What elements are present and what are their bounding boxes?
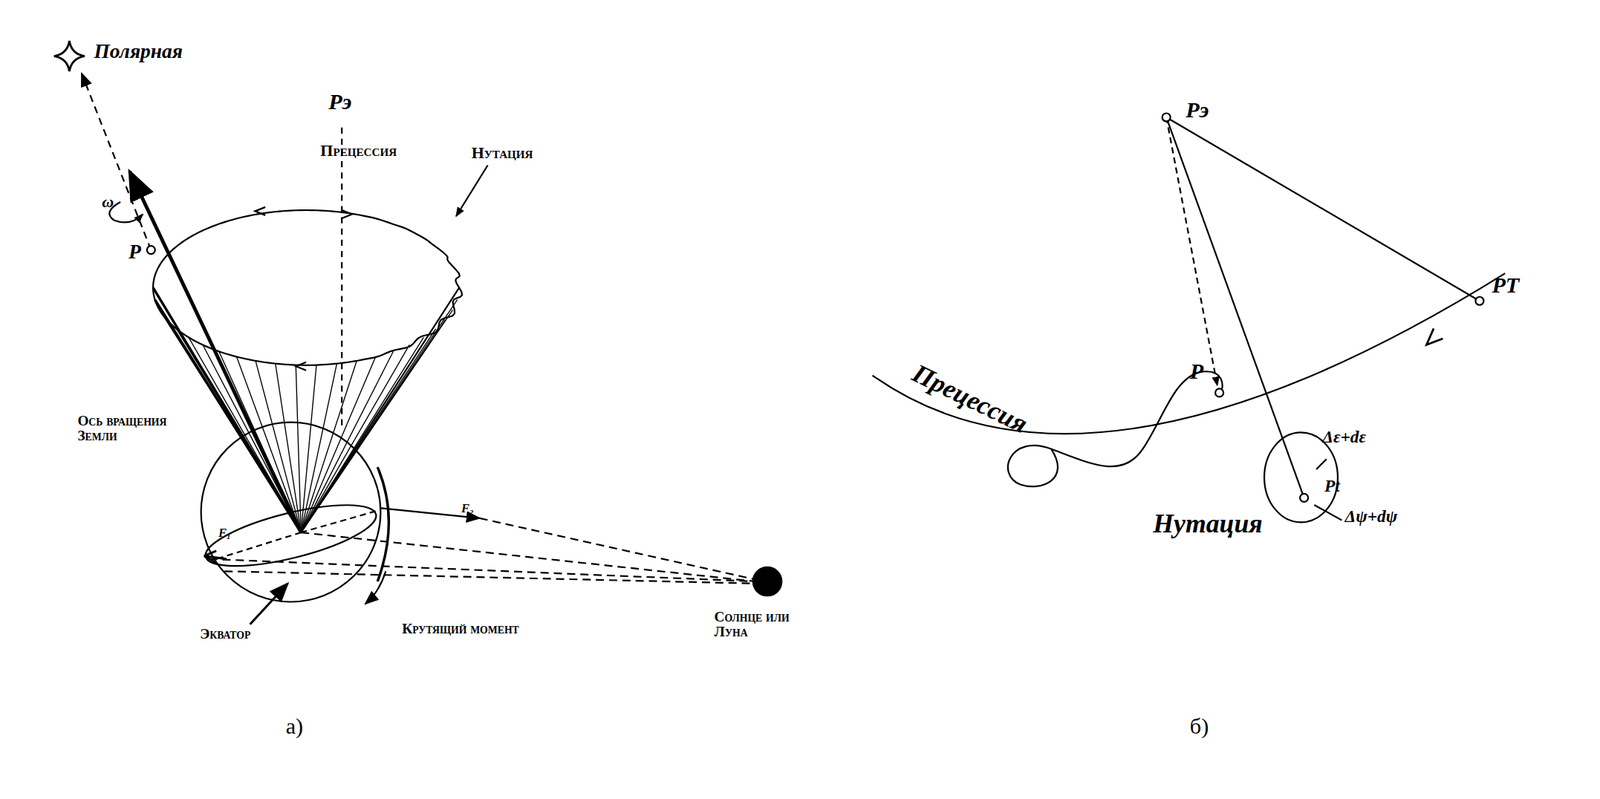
sun-line bbox=[479, 518, 756, 580]
cone-line bbox=[295, 365, 301, 534]
equator-leader bbox=[250, 583, 289, 625]
instant-pole-point bbox=[1299, 493, 1309, 503]
pole-label: Pэ bbox=[1185, 98, 1209, 122]
omega-label: ω bbox=[101, 193, 114, 211]
precession-cone bbox=[153, 210, 463, 533]
cone-rim bbox=[153, 210, 463, 366]
polaris-star bbox=[54, 40, 85, 72]
precession-arrow bbox=[295, 362, 307, 371]
axis-label: Ось вращения Земли bbox=[77, 414, 170, 445]
precession-label: Прецессия bbox=[320, 142, 397, 160]
torque-arrow bbox=[365, 571, 386, 604]
nutation-label: Нутация bbox=[471, 144, 534, 162]
ecliptic-pole-point bbox=[1162, 112, 1171, 122]
pole-label: Pэ bbox=[328, 89, 352, 114]
torque-arc bbox=[377, 467, 389, 582]
leader bbox=[1316, 459, 1327, 470]
nutation-label: Нутация bbox=[1152, 510, 1263, 538]
force-label: F₂ bbox=[461, 502, 474, 515]
cone-line bbox=[300, 344, 410, 533]
cone-edge bbox=[153, 287, 301, 533]
cone-line bbox=[219, 351, 301, 533]
line-pe-p bbox=[1166, 117, 1218, 386]
torque-label: Крутящий момент bbox=[401, 622, 520, 638]
equator-label: Экватор bbox=[199, 627, 251, 643]
force-label: F₁ bbox=[218, 526, 232, 540]
star-name: Полярная bbox=[93, 40, 183, 63]
force-line bbox=[300, 510, 380, 533]
rotation-curl bbox=[109, 202, 143, 223]
delta-psi-label: Δψ+dψ bbox=[1345, 508, 1398, 527]
force-f1 bbox=[204, 551, 227, 564]
cone-line bbox=[236, 356, 302, 533]
figure-letter: б) bbox=[1189, 714, 1209, 739]
sun-or-moon bbox=[753, 567, 782, 596]
pole-label: P bbox=[128, 240, 142, 263]
pole-point bbox=[147, 245, 156, 255]
leader bbox=[1314, 505, 1342, 521]
ecliptic-pole-axis bbox=[340, 127, 343, 429]
precession-arrow bbox=[341, 210, 353, 219]
precession-arrow bbox=[1426, 328, 1443, 345]
pole-label: P bbox=[1189, 359, 1204, 384]
pole-label: PT bbox=[1491, 273, 1520, 298]
precession-arrow bbox=[254, 207, 266, 216]
precession-label: Прецессия bbox=[908, 359, 1032, 439]
sun-label: Солнце или Луна bbox=[714, 609, 807, 640]
pole-label: Pt bbox=[1324, 477, 1341, 497]
true-pole-point bbox=[1475, 297, 1484, 306]
cone-edge bbox=[300, 287, 460, 533]
equator bbox=[200, 492, 382, 579]
delta-eps-label: Δε+dε bbox=[1322, 428, 1367, 448]
nutation-path bbox=[1007, 371, 1223, 487]
cone-line bbox=[202, 344, 301, 533]
cone-line bbox=[275, 363, 301, 533]
line-pe-pt bbox=[1166, 117, 1480, 301]
polaris-direction bbox=[81, 73, 151, 251]
sun-line bbox=[224, 571, 755, 584]
sun-line bbox=[209, 559, 756, 582]
nutation-leader bbox=[456, 165, 489, 217]
cone-line bbox=[255, 361, 301, 533]
sun-line bbox=[300, 532, 755, 582]
line-pe-pt-small bbox=[1166, 117, 1304, 498]
figure-letter: а) bbox=[285, 714, 304, 739]
pole-point bbox=[1215, 388, 1224, 397]
